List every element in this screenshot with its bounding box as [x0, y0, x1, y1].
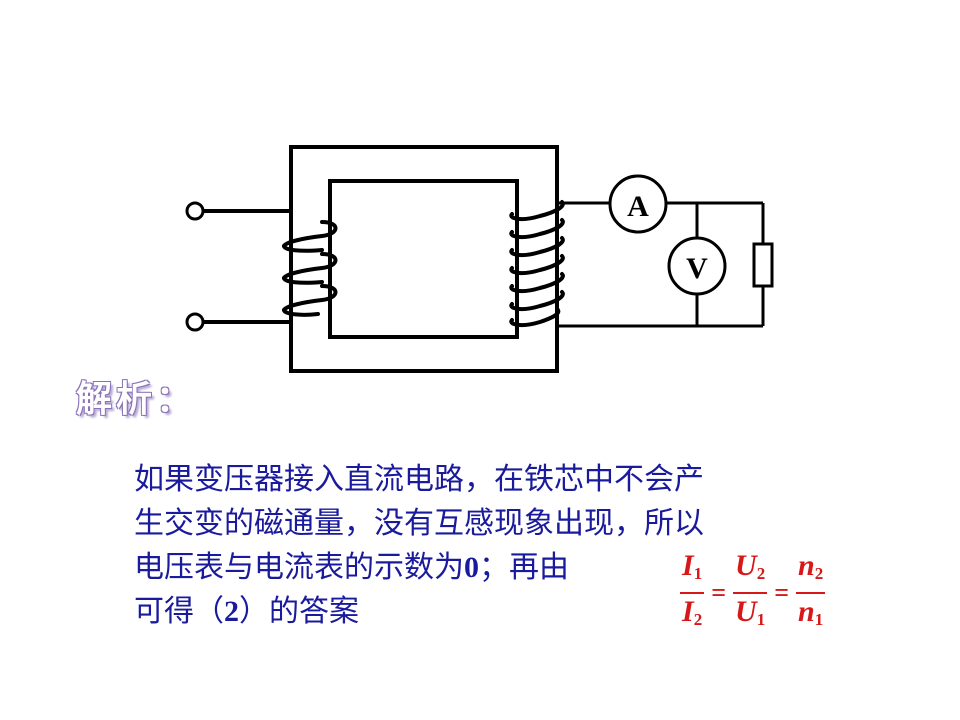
input-terminal-bottom [185, 312, 205, 332]
voltmeter-label: V [686, 252, 708, 285]
turns-denominator-sub: 1 [814, 610, 824, 629]
equals-sign: = [774, 578, 790, 607]
explanation-line-4: 可得（2）的答案 [134, 590, 854, 634]
turns-numerator: n [798, 549, 815, 582]
voltmeter [667, 236, 727, 296]
input-terminal-top [185, 201, 205, 221]
turns-denominator: n [798, 595, 815, 628]
explanation-number-zero: 0 [464, 551, 479, 584]
fraction-bar [680, 592, 705, 594]
analysis-label: 解析： [76, 378, 197, 420]
secondary-coil [509, 200, 565, 328]
load-resistor [752, 242, 774, 288]
voltage-numerator: U [735, 549, 757, 582]
equals-sign: = [711, 578, 727, 607]
current-numerator-sub: 1 [693, 564, 703, 583]
fraction-bar [796, 592, 826, 594]
turns-numerator-sub: 2 [814, 564, 824, 583]
voltage-denominator: U [735, 595, 757, 628]
voltage-numerator-sub: 2 [756, 564, 766, 583]
turns-ratio-fraction: n2 n1 [796, 549, 826, 635]
current-ratio-fraction: I1 I2 [680, 549, 705, 635]
ammeter-label: A [627, 190, 649, 223]
explanation-text: 如果变压器接入直流电路，在铁芯中不会产 生交变的磁通量，没有互感现象出现，所以 … [134, 458, 854, 634]
explanation-line-3-text: 电压表与电流表的示数为 [134, 550, 464, 585]
explanation-line-1: 如果变压器接入直流电路，在铁芯中不会产 [134, 462, 704, 497]
voltage-ratio-fraction: U2 U1 [733, 549, 768, 635]
explanation-line-4-text: 可得（ [134, 594, 224, 629]
fraction-bar [733, 592, 768, 594]
current-denominator-sub: 2 [693, 610, 703, 629]
primary-coil [282, 220, 338, 317]
iron-core-outer [289, 145, 559, 373]
voltage-denominator-sub: 1 [756, 610, 766, 629]
current-numerator: I [682, 549, 694, 582]
iron-core-inner [328, 179, 519, 339]
current-denominator: I [682, 595, 694, 628]
explanation-number-two: 2 [224, 595, 239, 628]
transformer-ratio-formula: I1 I2 = U2 U1 = n2 n1 [676, 551, 829, 635]
explanation-line-2: 生交变的磁通量，没有互感现象出现，所以 [134, 506, 704, 541]
explanation-line-3: 电压表与电流表的示数为0；再由 [134, 546, 854, 590]
explanation-line-3-tail: ；再由 [479, 550, 569, 585]
secondary-wiring [557, 201, 765, 328]
explanation-line-4-tail: ）的答案 [239, 594, 359, 629]
transformer-circuit-diagram: A V [185, 145, 774, 373]
ammeter [608, 174, 668, 234]
